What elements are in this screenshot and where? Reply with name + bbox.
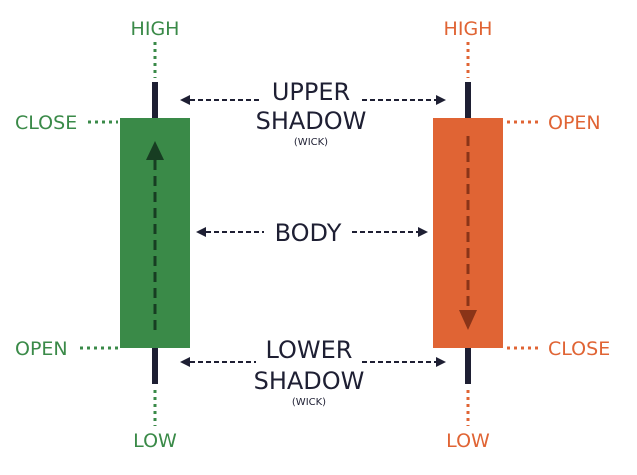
body-annotation: BODY — [196, 219, 428, 247]
lower-label: LOWER — [266, 336, 353, 364]
bullish-candle: HIGH CLOSE OPEN LOW — [15, 18, 190, 452]
bearish-high-label: HIGH — [444, 18, 493, 40]
down-arrow-icon — [459, 310, 477, 330]
bearish-candle: HIGH OPEN CLOSE LOW — [433, 18, 610, 452]
upper-wick — [152, 82, 158, 118]
bullish-close-label: CLOSE — [15, 112, 77, 134]
bearish-low-label: LOW — [446, 430, 490, 452]
bearish-open-label: OPEN — [548, 112, 601, 134]
lower-wick — [465, 348, 471, 384]
body-label: BODY — [275, 219, 342, 247]
bullish-low-label: LOW — [133, 430, 177, 452]
bullish-high-label: HIGH — [131, 18, 180, 40]
shadow-label: SHADOW — [254, 367, 365, 395]
wick-label: (WICK) — [294, 137, 328, 148]
upper-wick — [465, 82, 471, 118]
lower-shadow-annotation: LOWER SHADOW (WICK) — [180, 336, 446, 408]
shadow-label: SHADOW — [256, 107, 367, 135]
bullish-open-label: OPEN — [15, 338, 68, 360]
lower-wick — [152, 348, 158, 384]
upper-shadow-annotation: UPPER SHADOW (WICK) — [180, 78, 446, 148]
wick-label: (WICK) — [292, 397, 326, 408]
bearish-close-label: CLOSE — [548, 338, 610, 360]
upper-label: UPPER — [272, 78, 350, 106]
up-arrow-icon — [146, 141, 164, 160]
